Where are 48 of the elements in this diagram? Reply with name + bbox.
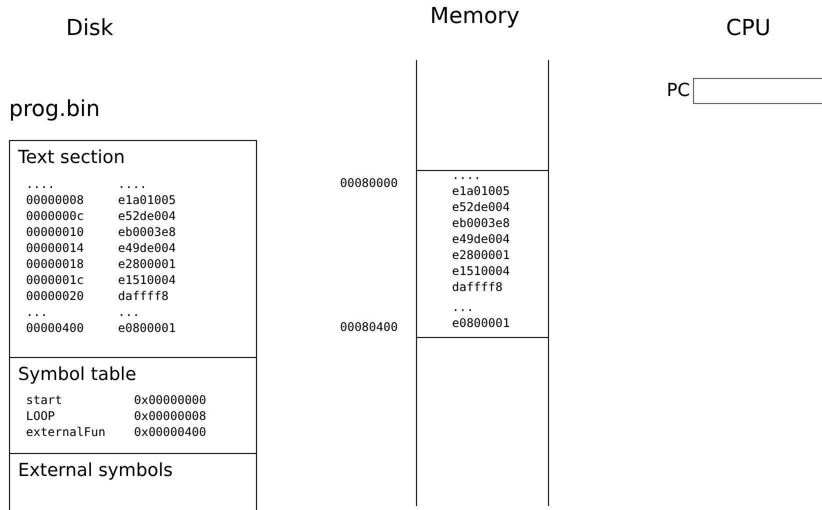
- code-cell: e1a01005: [452, 183, 510, 199]
- code-cell: 00000014: [26, 240, 84, 256]
- code-cell: 00000020: [26, 288, 84, 304]
- code-cell: 00000008: [26, 192, 84, 208]
- code-cell: LOOP: [26, 408, 55, 424]
- address-label: 00080400: [340, 319, 398, 335]
- code-cell: ...: [118, 304, 140, 320]
- code-cell: daffff8: [452, 279, 503, 295]
- code-cell: ....: [118, 176, 147, 192]
- code-cell: 0x00000000: [134, 392, 206, 408]
- column-title: Memory: [430, 4, 520, 29]
- code-cell: daffff8: [118, 288, 169, 304]
- code-cell: start: [26, 392, 62, 408]
- code-cell: e52de004: [118, 208, 176, 224]
- code-cell: eb0003e8: [118, 224, 176, 240]
- section-heading: Symbol table: [18, 364, 136, 385]
- code-cell: e1510004: [118, 272, 176, 288]
- code-cell: eb0003e8: [452, 215, 510, 231]
- code-cell: 0x00000400: [134, 424, 206, 440]
- code-cell: e49de004: [118, 240, 176, 256]
- register-label: PC: [666, 80, 690, 101]
- code-cell: ....: [26, 176, 55, 192]
- address-label: 00080000: [340, 175, 398, 191]
- code-cell: e1a01005: [118, 192, 176, 208]
- file-name: prog.bin: [9, 97, 100, 122]
- code-cell: ...: [452, 299, 474, 315]
- memory-column: [416, 60, 549, 506]
- code-cell: 0x00000008: [134, 408, 206, 424]
- code-cell: e0800001: [452, 315, 510, 331]
- code-cell: ...: [26, 304, 48, 320]
- code-cell: e0800001: [118, 320, 176, 336]
- code-cell: 00000018: [26, 256, 84, 272]
- column-title: CPU: [726, 16, 771, 41]
- code-cell: e49de004: [452, 231, 510, 247]
- code-cell: ....: [452, 167, 481, 183]
- section-heading: External symbols: [18, 460, 173, 481]
- code-cell: 0000001c: [26, 272, 84, 288]
- code-cell: 00000010: [26, 224, 84, 240]
- code-cell: e2800001: [118, 256, 176, 272]
- column-title: Disk: [66, 16, 114, 41]
- code-cell: 00000400: [26, 320, 84, 336]
- code-cell: e1510004: [452, 263, 510, 279]
- section-heading: Text section: [18, 147, 125, 168]
- code-cell: e2800001: [452, 247, 510, 263]
- code-cell: e52de004: [452, 199, 510, 215]
- memory-segment: [417, 170, 548, 338]
- code-cell: 0000000c: [26, 208, 84, 224]
- code-cell: externalFun: [26, 424, 106, 440]
